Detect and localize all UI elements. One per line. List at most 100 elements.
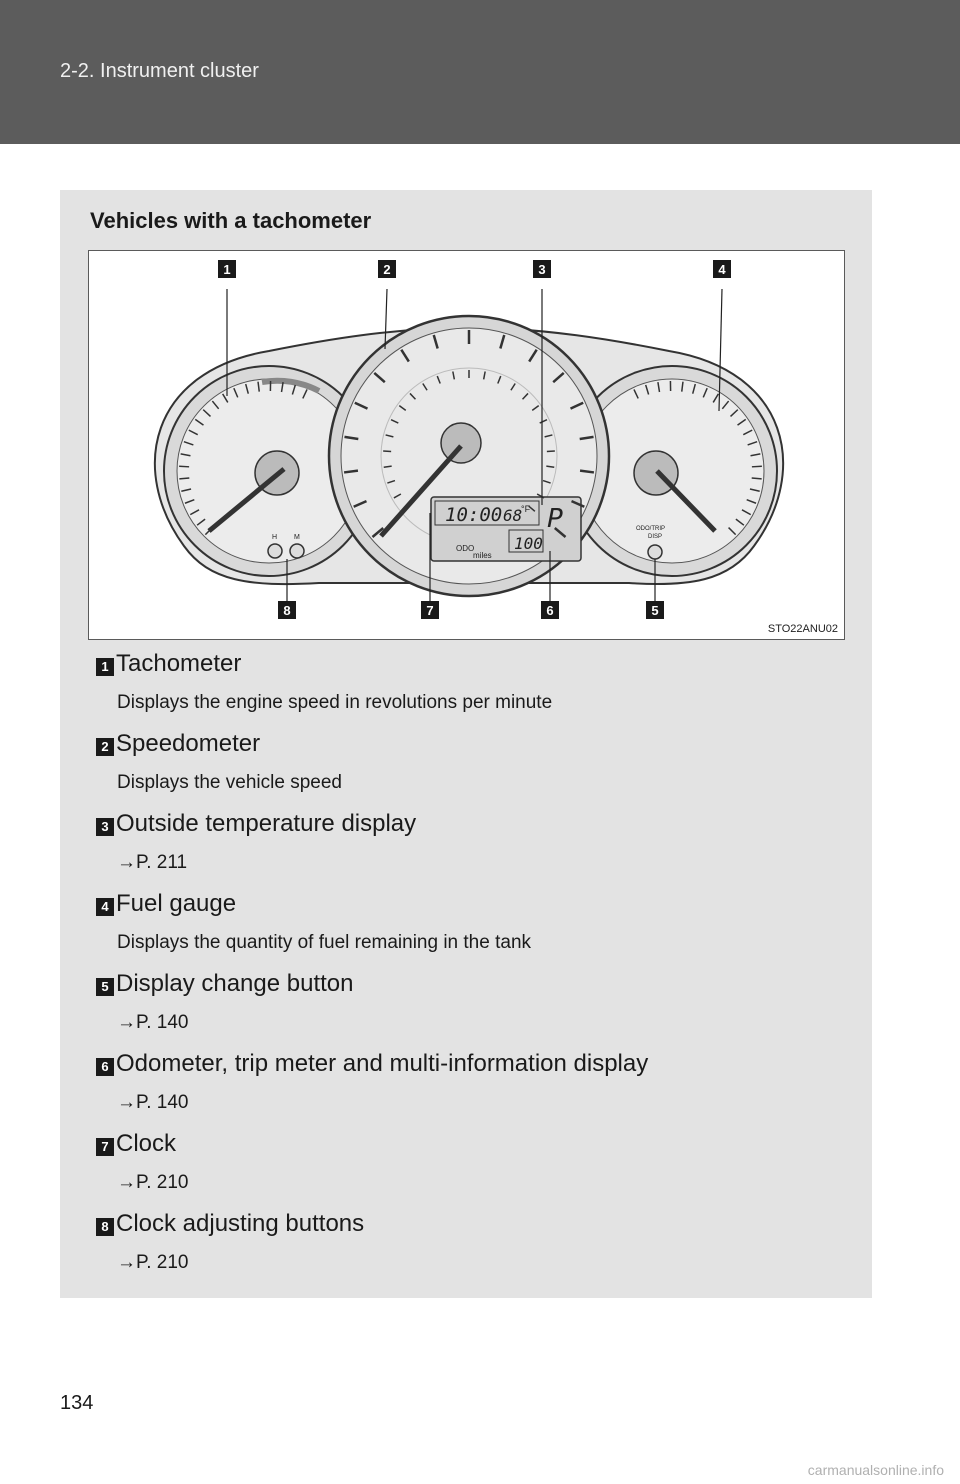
fuel-gauge-tick bbox=[729, 409, 739, 417]
speedometer-minor-tick bbox=[387, 479, 396, 484]
tachometer-tick bbox=[179, 477, 190, 480]
watermark: carmanualsonline.info bbox=[807, 1462, 944, 1478]
fuel-gauge-tick bbox=[633, 389, 639, 399]
tachometer-needle bbox=[207, 467, 286, 533]
gauge-tick-marks bbox=[179, 330, 762, 538]
page-header: 2-2. Instrument cluster bbox=[0, 0, 960, 144]
fuel-gauge-tick bbox=[749, 488, 760, 492]
fuel-gauge-tick bbox=[702, 387, 708, 398]
fuel-gauge-needle bbox=[655, 469, 717, 533]
speedometer-minor-tick bbox=[531, 405, 540, 411]
clock-button-m-label: M bbox=[294, 534, 300, 541]
speedometer-minor-tick bbox=[521, 392, 529, 400]
fuel-gauge-tick bbox=[747, 440, 758, 446]
speedometer-major-tick bbox=[373, 371, 386, 384]
lcd-display: 10:00 68 °F P ODO 100 miles bbox=[445, 504, 563, 560]
callout-leader-line bbox=[384, 288, 388, 350]
speedometer-major-tick bbox=[579, 435, 594, 441]
page-reference-link[interactable]: →P. 140 bbox=[117, 1012, 189, 1033]
callout-number: 3 bbox=[538, 262, 545, 277]
speedometer-minor-tick bbox=[544, 434, 553, 438]
item-description: Displays the quantity of fuel remaining … bbox=[117, 932, 532, 953]
speedometer-major-tick bbox=[432, 334, 439, 349]
fuel-gauge-tick bbox=[712, 393, 719, 403]
speedometer-major-tick bbox=[569, 401, 584, 410]
speedometer-minor-tick bbox=[393, 493, 402, 499]
speedometer-minor-tick bbox=[436, 375, 441, 384]
speedometer-major-tick bbox=[343, 469, 359, 474]
tachometer-tick bbox=[196, 518, 206, 526]
speedometer-minor-tick bbox=[398, 405, 407, 411]
panel-heading: Vehicles with a tachometer bbox=[90, 208, 372, 233]
callout-number: 8 bbox=[283, 603, 290, 618]
tachometer-tick bbox=[204, 527, 213, 536]
display-button-label-1: ODO/TRIP bbox=[636, 526, 665, 532]
callout-number: 4 bbox=[718, 262, 726, 277]
tachometer-tick bbox=[291, 384, 297, 395]
tachometer-tick bbox=[280, 381, 284, 393]
fuel-gauge-tick bbox=[737, 418, 747, 426]
speedometer-minor-tick bbox=[539, 418, 548, 424]
lcd-odo-label: ODO bbox=[456, 544, 474, 553]
speedometer-minor-tick bbox=[546, 465, 555, 468]
fuel-gauge-tick bbox=[741, 509, 752, 516]
callout-number: 2 bbox=[383, 262, 390, 277]
speedometer-minor-tick bbox=[542, 479, 551, 484]
speedometer-major-tick bbox=[579, 469, 595, 474]
speedometer-major-tick bbox=[400, 349, 410, 363]
fuel-gauge-tick bbox=[657, 381, 661, 393]
instrument-cluster-illustration: 10:00 68 °F P ODO 100 miles H M ODO/TRIP… bbox=[153, 260, 785, 619]
speedometer-major-tick bbox=[552, 371, 565, 384]
item-title: Odometer, trip meter and multi-informati… bbox=[116, 1050, 649, 1077]
tachometer-tick bbox=[188, 429, 199, 436]
item-title: Speedometer bbox=[116, 730, 261, 757]
clock-button-h bbox=[267, 543, 283, 559]
item-number-badge: 5 bbox=[96, 978, 114, 996]
instrument-cluster-figure: 10:00 68 °F P ODO 100 miles H M ODO/TRIP… bbox=[88, 250, 845, 640]
callout-marker bbox=[218, 260, 236, 278]
callout-number: 7 bbox=[426, 603, 433, 618]
lcd-odo-value: 100 bbox=[514, 534, 543, 553]
fuel-gauge-tick bbox=[750, 453, 761, 457]
item-title: Tachometer bbox=[116, 650, 242, 677]
speedometer-minor-tick bbox=[482, 371, 486, 380]
fuel-gauge-tick bbox=[751, 477, 762, 480]
fuel-gauge-tick bbox=[742, 429, 753, 436]
fuel-gauge-tick bbox=[746, 498, 757, 504]
item-number-badge: 8 bbox=[96, 1218, 114, 1236]
tachometer-tick bbox=[184, 498, 195, 504]
fuel-gauge-tick bbox=[681, 381, 684, 392]
page-reference-link[interactable]: →P. 211 bbox=[117, 852, 188, 873]
speedometer-minor-tick bbox=[528, 505, 536, 512]
callout-marker bbox=[533, 260, 551, 278]
lcd-odo-frame bbox=[508, 529, 544, 553]
speedometer-minor-tick bbox=[510, 383, 516, 391]
page-number: 134 bbox=[60, 1392, 94, 1414]
speedometer-major-tick bbox=[344, 435, 359, 441]
item-number-badge: 3 bbox=[96, 818, 114, 836]
speedometer-major-tick bbox=[354, 401, 369, 410]
page-reference-link[interactable]: →P. 140 bbox=[117, 1092, 189, 1113]
lcd-temperature-unit: °F bbox=[521, 504, 531, 514]
tachometer-tick bbox=[189, 509, 200, 516]
page-reference-link[interactable]: →P. 210 bbox=[117, 1172, 189, 1193]
item-title: Outside temperature display bbox=[116, 810, 417, 837]
tachometer-tick bbox=[180, 453, 191, 457]
fuel-gauge-tick bbox=[728, 527, 737, 536]
speedometer-minor-tick bbox=[536, 493, 545, 499]
speedometer-major-tick bbox=[528, 349, 538, 363]
callout-marker bbox=[541, 601, 559, 619]
tachometer-tick bbox=[233, 387, 239, 398]
item-description: Displays the engine speed in revolutions… bbox=[117, 692, 553, 713]
speedometer-minor-tick bbox=[385, 434, 394, 438]
item-title: Fuel gauge bbox=[116, 890, 237, 917]
speedometer-needle bbox=[379, 444, 463, 538]
fuel-gauge-tick bbox=[691, 383, 697, 394]
page-reference-link[interactable]: →P. 210 bbox=[117, 1252, 189, 1273]
callout-number: 6 bbox=[546, 603, 553, 618]
callout-number: 5 bbox=[651, 603, 658, 618]
speedometer-major-tick bbox=[553, 527, 567, 538]
speedometer-minor-tick bbox=[409, 392, 417, 400]
tachometer-tick bbox=[257, 381, 260, 392]
